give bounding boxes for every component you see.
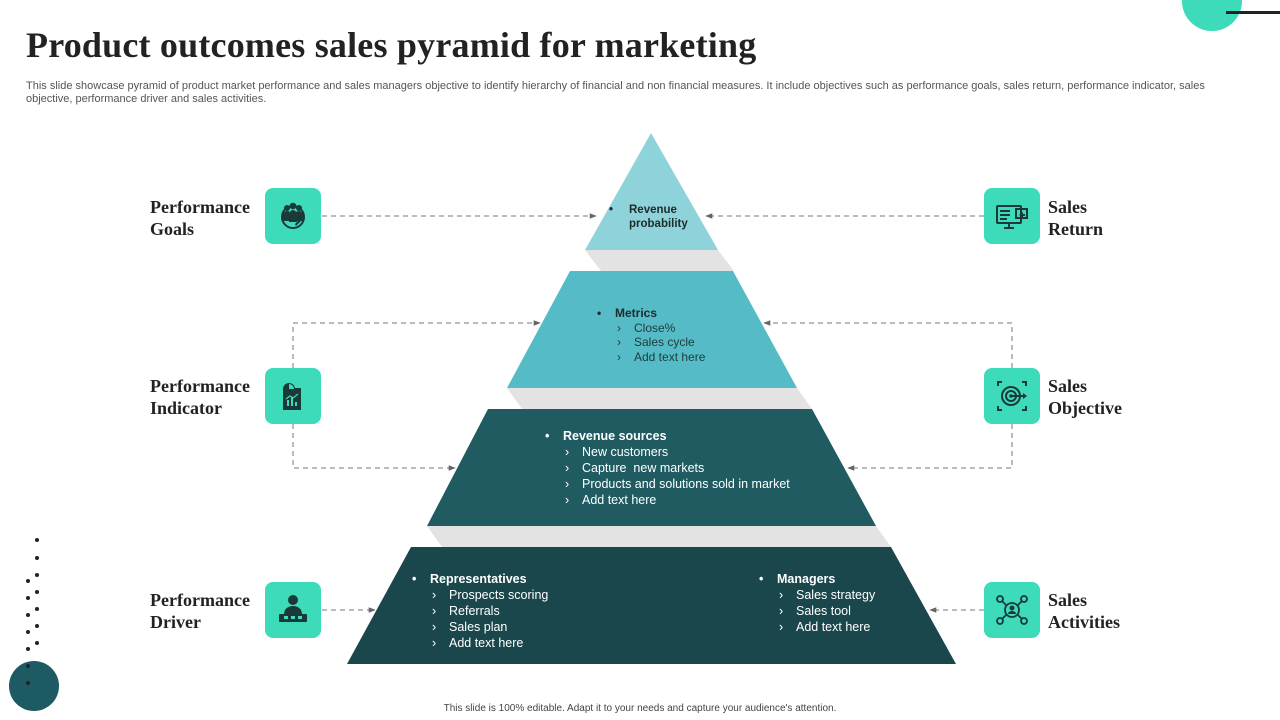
level-2-item: Add text here [597,350,705,365]
footer-note: This slide is 100% editable. Adapt it to… [443,703,837,714]
connector-performance-indicator-up [292,320,541,368]
level-4-right-head: Managers [759,571,875,587]
level-4-left-item: Sales plan [412,619,548,635]
level-4-left-item: Prospects scoring [412,587,548,603]
monitor-export-icon [984,188,1040,244]
slide-subtitle: This slide showcase pyramid of product m… [26,80,1205,105]
level-2-head: Metrics [597,306,705,321]
level-4-right-item: Sales tool [759,603,875,619]
decorative-line-top [1226,11,1280,14]
level-4-left-head: Representatives [412,571,548,587]
level-4-left-item: Add text here [412,635,548,651]
level-4-left-text: Representatives Prospects scoring Referr… [412,571,548,651]
report-chart-icon [265,368,321,424]
level-1-head: Revenue probability [609,203,701,231]
presenter-icon [265,582,321,638]
network-person-icon [984,582,1040,638]
level-1-text: Revenue probability [609,203,701,231]
level-2-item: Sales cycle [597,335,705,350]
level-4-right-text: Managers Sales strategy Sales tool Add t… [759,571,875,635]
pyramid-shadow-1 [585,250,734,271]
pyramid-shadow-3 [427,526,891,547]
level-3-item: Products and solutions sold in market [545,476,790,492]
connector-performance-indicator-down [292,424,456,471]
level-3-item: New customers [545,444,790,460]
connector-sales-objective-up [763,320,1013,368]
level-2-text: Metrics Close% Sales cycle Add text here [597,306,705,364]
level-3-text: Revenue sources New customers Capture ne… [545,428,790,508]
team-target-icon [265,188,321,244]
decorative-circle-bottom [9,661,59,711]
slide-title: Product outcomes sales pyramid for marke… [26,25,757,65]
level-4-right-item: Sales strategy [759,587,875,603]
level-2-item: Close% [597,321,705,336]
level-3-item: Capture new markets [545,460,790,476]
level-4-right-item: Add text here [759,619,875,635]
level-3-item: Add text here [545,492,790,508]
connector-sales-objective-down [847,424,1013,471]
pyramid-shadow-2 [507,388,812,409]
level-3-head: Revenue sources [545,428,790,444]
pyramid-level-1 [585,133,718,250]
level-4-left-item: Referrals [412,603,548,619]
target-arrow-icon [984,368,1040,424]
